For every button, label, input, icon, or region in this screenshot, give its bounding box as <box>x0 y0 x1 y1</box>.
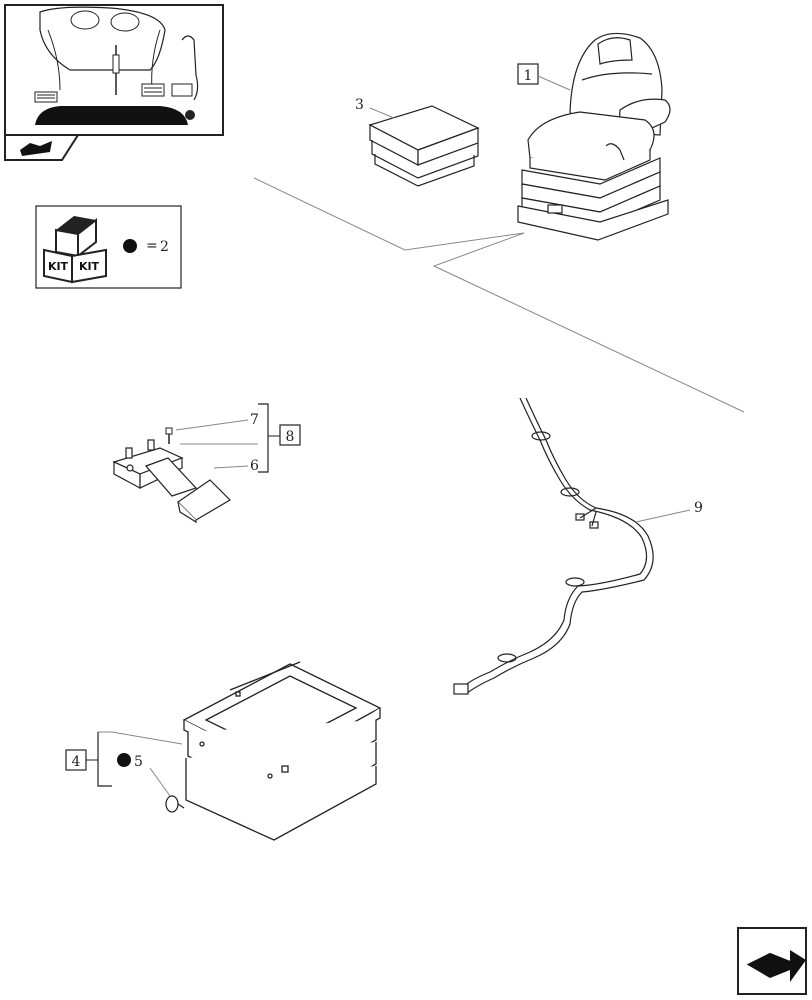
seat-bellows-part[interactable] <box>182 661 382 841</box>
callout-8-box <box>279 424 301 446</box>
connection-guides <box>253 177 745 413</box>
pedal-pad-part[interactable] <box>177 479 231 524</box>
black-dot-icon <box>117 753 131 767</box>
callout-3: 3 <box>355 97 364 113</box>
kit-word-right: KIT <box>79 260 100 273</box>
callout-6: 6 <box>250 458 259 474</box>
pedal-bracket-part[interactable] <box>112 439 198 497</box>
wiring-harness-part[interactable] <box>453 397 654 695</box>
operator-seat-part[interactable] <box>517 32 671 241</box>
plug-part[interactable] <box>165 795 185 813</box>
callout-8: 8 <box>286 429 295 445</box>
next-page-arrow-button[interactable] <box>737 927 807 995</box>
kit-legend: KIT KIT = 2 <box>35 205 182 289</box>
location-thumbnail[interactable] <box>4 4 224 136</box>
thumbnail-tab[interactable] <box>4 134 80 161</box>
kit-word-left: KIT <box>48 260 69 273</box>
callout-7: 7 <box>250 412 259 428</box>
callout-5: 5 <box>134 754 143 770</box>
kit-boxes-icon: KIT KIT <box>43 216 107 284</box>
kit-equals: = <box>146 238 158 254</box>
kit-quantity-label: 2 <box>160 239 169 255</box>
seat-cushion-part[interactable] <box>368 105 480 187</box>
next-page-arrow-icon <box>746 950 806 982</box>
black-dot-icon <box>123 239 137 253</box>
screw-part[interactable] <box>165 427 173 444</box>
callout-1: 1 <box>524 68 533 84</box>
callout-1-box <box>517 63 539 85</box>
callout-4: 4 <box>72 754 81 770</box>
callout-9: 9 <box>694 500 703 516</box>
back-arrow-icon <box>20 141 52 156</box>
